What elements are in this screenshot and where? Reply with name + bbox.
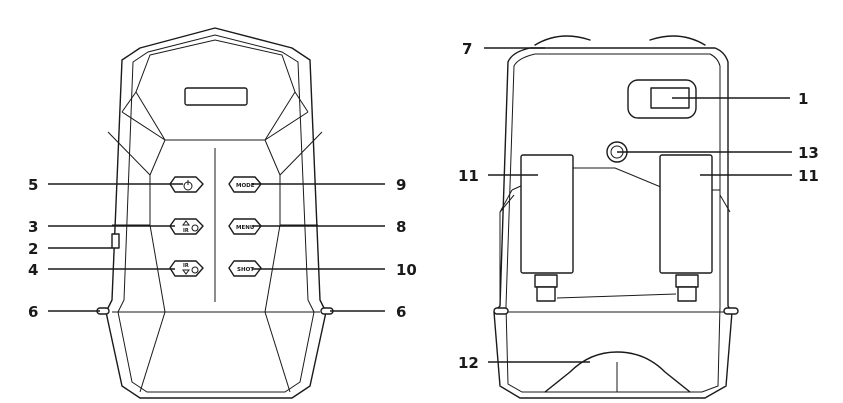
ir-label-up: IR [183,228,189,234]
mode-button[interactable]: MODE [228,176,262,193]
back-strap-hole-left [493,307,509,315]
back-top-bumps [534,35,706,46]
back-view: 7 1 13 11 11 12 [458,35,819,399]
battery-cover-right[interactable] [659,154,713,274]
latch-left[interactable] [534,274,558,302]
back-shoulder-lines [499,167,731,306]
callout-13: 13 [798,144,819,162]
ir-down-zoom-button[interactable]: IR [169,260,204,277]
shot-button[interactable]: SHOT [228,260,262,277]
callout-11-left: 11 [458,167,479,185]
callout-2: 2 [28,240,38,258]
latch-right[interactable] [675,274,699,302]
callout-3: 3 [28,218,38,236]
menu-button[interactable]: MENU [228,218,262,235]
mode-button-label: MODE [236,183,255,189]
callout-9: 9 [396,176,406,194]
callout-11-right: 11 [798,167,819,185]
front-body-outline [105,27,327,399]
back-inner-outline [505,53,721,393]
back-strap-hole-right [723,307,739,315]
callout-10: 10 [396,261,417,279]
callout-12: 12 [458,354,479,372]
front-view: IR IR MODE MENU SHOT [28,27,417,399]
back-body-outline [493,47,733,399]
front-top-panel [135,39,296,141]
callout-7: 7 [462,40,472,58]
shot-button-label: SHOT [237,267,254,273]
callout-8: 8 [396,218,406,236]
back-bottom-notch [544,351,691,393]
back-viewfinder-frame [627,79,697,119]
callout-4: 4 [28,261,38,279]
menu-button-label: MENU [236,225,254,231]
latch-connector [556,293,677,299]
callout-6-right: 6 [396,303,406,321]
callout-1: 1 [798,90,808,108]
front-display-window [184,87,248,106]
ir-label-down: IR [183,263,189,269]
front-facet-lines [107,91,323,393]
battery-cover-left[interactable] [520,154,574,274]
callout-6-left: 6 [28,303,38,321]
callout-5: 5 [28,176,38,194]
front-inner-outline [117,34,315,393]
side-switch[interactable] [111,233,120,249]
